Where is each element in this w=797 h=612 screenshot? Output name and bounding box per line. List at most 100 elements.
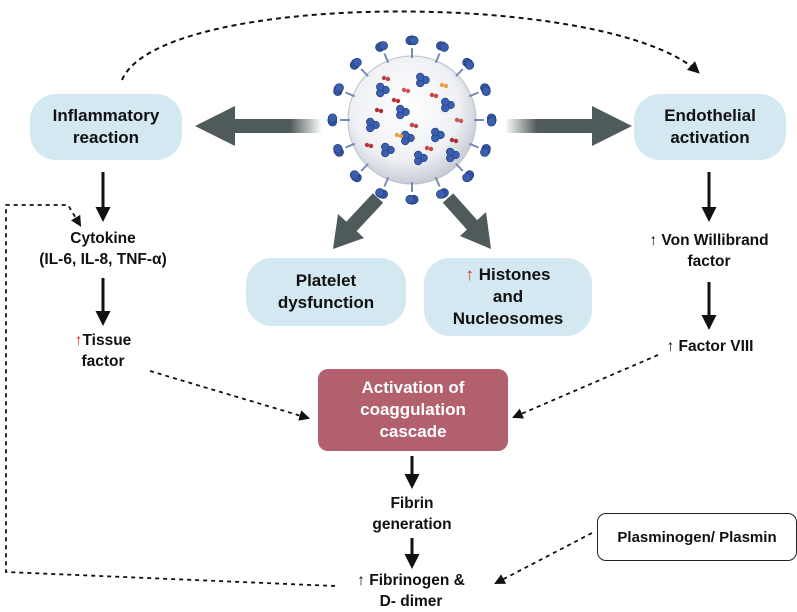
platelet-line2: dysfunction	[277, 293, 375, 312]
virus-particle	[374, 107, 380, 113]
histones-line2: and	[492, 287, 524, 306]
virus-particle	[443, 83, 449, 89]
dashed-arrow-factor8-to-cascade	[512, 354, 659, 419]
histones-line1: Histones	[478, 265, 551, 284]
spike-stalk	[455, 163, 464, 172]
spike-head	[376, 82, 385, 92]
virus-particle	[398, 133, 404, 139]
fibrinogen-line1: ↑ Fibrinogen &	[357, 572, 465, 589]
endothelial-line2: activation	[670, 128, 750, 147]
spike-head	[381, 142, 390, 152]
spike-stalk	[434, 53, 441, 64]
virus-particle	[364, 142, 370, 148]
endothelial-line1: Endothelial	[664, 106, 756, 125]
spike-head	[366, 117, 375, 127]
spike-head	[352, 57, 362, 68]
histones-line1-wrap: ↑ Histones	[465, 264, 550, 286]
inflammatory-line1: Inflammatory	[52, 106, 160, 125]
dashed-arrow-plasmin-to-fibrinogen	[494, 532, 593, 584]
spike-stalk	[345, 142, 356, 149]
plasminogen-plasmin-node: Plasminogen/ Plasmin	[597, 513, 797, 561]
spike-head	[436, 189, 446, 199]
spike-head	[441, 97, 450, 107]
fibrinogen-line2: D- dimer	[379, 593, 443, 610]
virus-particle	[405, 88, 411, 94]
cascade-line2: coaggulation	[360, 400, 466, 419]
platelet-line1: Platelet	[295, 271, 357, 290]
plasminogen-text: Plasminogen/ Plasmin	[617, 528, 777, 546]
virus-particle	[394, 132, 400, 138]
cytokine-line2: (IL-6, IL-8, TNF-α)	[39, 251, 167, 268]
virus-particle	[454, 117, 460, 123]
virus-particle	[439, 82, 445, 88]
virus-particle	[413, 123, 419, 129]
virus-particle	[449, 137, 455, 143]
spike-head	[462, 172, 472, 183]
spike-head	[446, 147, 455, 157]
spike-head	[480, 147, 490, 157]
spike-head	[378, 41, 388, 51]
spike-stalk	[434, 176, 441, 187]
inflammatory-reaction-node: Inflammatory reaction	[30, 94, 182, 160]
vwf-line1: ↑ Von Willibrand	[649, 232, 769, 249]
spike-head	[375, 188, 385, 198]
virus-particle	[395, 98, 401, 104]
cascade-line1: Activation of	[361, 378, 465, 397]
factor-viii-text: ↑ Factor VIII	[666, 338, 754, 355]
spike-head	[409, 35, 419, 46]
spike-head	[349, 170, 360, 180]
spike-stalk	[383, 176, 390, 187]
spike-head	[405, 194, 415, 205]
cascade-line3: cascade	[379, 422, 447, 441]
thick-arrow-right	[505, 106, 632, 146]
von-willibrand-label: ↑ Von Willibrand factor	[624, 230, 794, 272]
tissue-up-arrow: ↑	[74, 332, 83, 349]
spike-head	[327, 113, 338, 123]
dashed-feedback-loop	[5, 204, 336, 587]
spike-stalk	[468, 91, 479, 98]
virus-particle	[368, 143, 374, 149]
sars-cov-2-virus-icon	[327, 35, 497, 205]
histones-up-arrow: ↑	[465, 265, 474, 284]
spike-head	[464, 60, 475, 70]
thick-arrow-down-right	[442, 193, 491, 249]
fibrinogen-ddimer-label: ↑ Fibrinogen & D- dimer	[326, 570, 496, 612]
spike-stalk	[383, 53, 390, 64]
virus-particle	[453, 138, 459, 144]
spike-stalk	[360, 163, 369, 172]
virus-particle	[433, 93, 439, 99]
virus-particle	[381, 75, 387, 81]
virus-particle	[458, 118, 464, 124]
thick-arrow-left	[195, 106, 322, 146]
spike-head	[414, 150, 423, 160]
spike-stalk	[360, 68, 369, 77]
inflammatory-line2: reaction	[72, 128, 140, 147]
spike-stalk	[345, 91, 356, 98]
fibrin-line1: Fibrin	[390, 495, 434, 512]
spike-head	[431, 127, 440, 137]
endothelial-activation-node: Endothelial activation	[634, 94, 786, 160]
vwf-line2: factor	[687, 253, 731, 270]
spike-head	[439, 42, 449, 52]
histones-line3: Nucleosomes	[452, 309, 564, 328]
dashed-arrow-tissue-to-cascade	[149, 370, 311, 421]
fibrin-line2: generation	[372, 516, 452, 533]
virus-particle	[401, 87, 407, 93]
cytokine-line1: Cytokine	[70, 230, 136, 247]
spike-head	[486, 117, 497, 127]
spike-stalk	[468, 142, 479, 149]
spike-head	[416, 72, 425, 82]
spike-head	[396, 104, 405, 114]
virus-particle	[429, 92, 435, 98]
virus-particle	[391, 97, 397, 103]
virus-particle	[409, 122, 415, 128]
virus-particle	[424, 145, 430, 151]
spike-head	[334, 83, 344, 93]
spike-stalk	[455, 68, 464, 77]
virus-particle	[385, 76, 391, 82]
virus-particle	[378, 108, 384, 114]
tissue-line1: Tissue	[82, 332, 132, 349]
thick-arrow-down-left	[333, 193, 384, 249]
spike-head	[481, 86, 491, 96]
